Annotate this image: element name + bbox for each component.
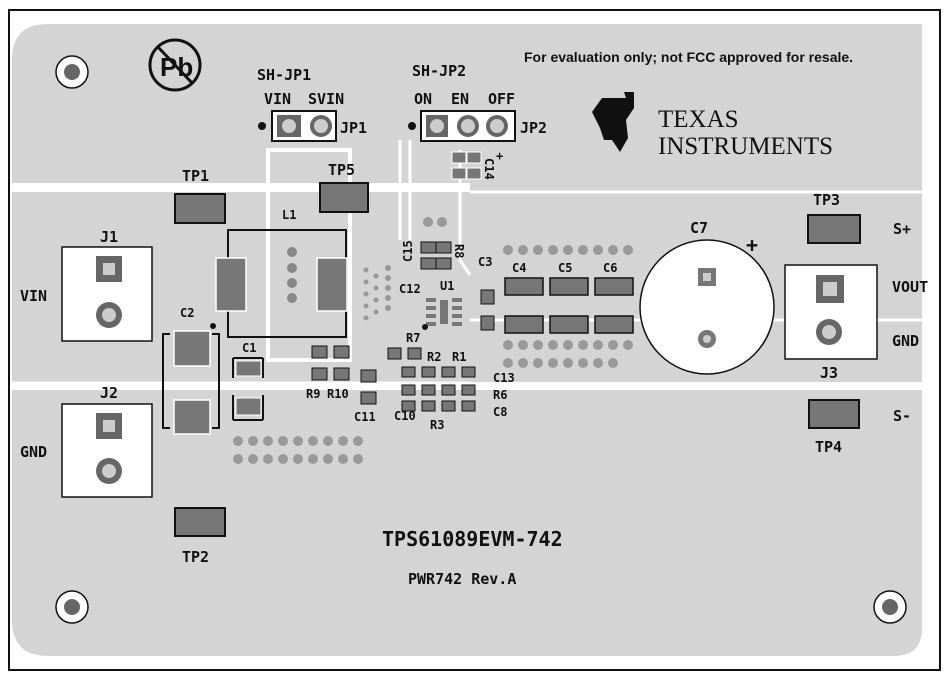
connector-j1: J1 VIN [20, 228, 153, 342]
jp1-pin-vin: VIN [264, 90, 291, 108]
r6-ref: R6 [493, 388, 507, 402]
j3-label-gnd: GND [892, 332, 919, 350]
c4-ref: C4 [512, 261, 526, 275]
board-name: TPS61089EVM-742 [382, 527, 563, 551]
testpoint-tp1: TP1 [174, 167, 226, 224]
sense-plus-label: S+ [893, 220, 911, 238]
c3-ref: C3 [478, 255, 492, 269]
r9-ref: R9 [306, 387, 320, 401]
logo-line2: Instruments [658, 133, 833, 160]
logo-line1: Texas [658, 106, 739, 133]
ti-logo-icon [592, 92, 634, 152]
connector-j2: J2 GND [20, 384, 153, 498]
jp2-shunt-label: SH-JP2 [412, 62, 466, 80]
jp1-shunt-label: SH-JP1 [257, 66, 311, 84]
jp2-pin-off: OFF [488, 90, 515, 108]
pcb-revision: PWR742 Rev.A [408, 570, 516, 588]
capacitor-c14: C14 + [451, 149, 503, 180]
tp1-label: TP1 [182, 167, 209, 185]
j2-ref: J2 [100, 384, 118, 402]
jp2-ref: JP2 [520, 119, 547, 137]
tp2-label: TP2 [182, 548, 209, 566]
c10-ref: C10 [394, 409, 416, 423]
testpoint-tp2: TP2 [174, 507, 226, 566]
output-capacitors: C3 C4 C5 C6 [478, 245, 634, 368]
jp1-ref: JP1 [340, 119, 367, 137]
lead-free-mark: Pb [160, 52, 193, 82]
c2-ref: C2 [180, 306, 194, 320]
c11-ref: C12 [399, 282, 421, 296]
c7-polarity: + [746, 233, 758, 257]
c14-polarity: + [496, 149, 503, 163]
c6-ref: C6 [603, 261, 617, 275]
capacitor-c2: C2 [162, 306, 220, 435]
mounting-holes [55, 55, 907, 624]
testpoint-tp5: TP5 [319, 161, 369, 213]
testpoint-tp4: TP4 [808, 399, 860, 456]
connector-j3: J3 VOUT GND [784, 264, 928, 382]
via-array [233, 436, 363, 464]
tp4-label: TP4 [815, 438, 842, 456]
resistors-r9-r10: R9 R10 [306, 345, 350, 401]
c7-label: C7 [690, 219, 708, 237]
r8-ref: R8 [452, 244, 466, 258]
c12-ref: C11 [354, 410, 376, 424]
l1-ref: L1 [282, 208, 296, 222]
capacitor-c1: C1 [232, 341, 264, 421]
tp3-label: TP3 [813, 191, 840, 209]
notice-text: For evaluation only; not FCC approved fo… [524, 49, 853, 65]
sense-minus-label: S- [893, 407, 911, 425]
jumper-jp1: SH-JP1 VIN SVIN JP1 [257, 66, 367, 142]
j2-label: GND [20, 443, 47, 461]
c13-ref: C13 [493, 371, 515, 385]
tp5-label: TP5 [328, 161, 355, 179]
jumper-jp2: SH-JP2 ON EN OFF JP2 [408, 62, 547, 142]
ic-area: C15 R8 C12 U1 R7 R2 R1 C10 R3 C13 R6 C8 [363, 217, 515, 432]
r3-ref: R3 [430, 418, 444, 432]
u1-ref: U1 [440, 279, 454, 293]
c15-ref: C15 [401, 240, 415, 262]
c8-ref: C8 [493, 405, 507, 419]
testpoint-tp3: TP3 [807, 191, 861, 244]
j3-ref: J3 [820, 364, 838, 382]
jp1-pin-svin: SVIN [308, 90, 344, 108]
j1-label: VIN [20, 287, 47, 305]
capacitor-c7: C8 C7 + [639, 219, 775, 375]
r7-ref: R7 [406, 331, 420, 345]
r1-ref: R1 [452, 350, 466, 364]
r2-ref: R2 [427, 350, 441, 364]
c5-ref: C5 [558, 261, 572, 275]
inductor-l1: L1 [215, 208, 348, 338]
ti-logo: Texas Instruments [592, 92, 833, 160]
jp2-pin-on: ON [414, 90, 432, 108]
c1-ref: C1 [242, 341, 256, 355]
j3-label-vout: VOUT [892, 278, 928, 296]
r10-ref: R10 [327, 387, 349, 401]
jp2-pin-en: EN [451, 90, 469, 108]
c14-ref: C14 [482, 158, 496, 180]
capacitor-c12: C11 [354, 369, 377, 424]
lead-free-symbol: Pb [148, 38, 202, 92]
j1-ref: J1 [100, 228, 118, 246]
